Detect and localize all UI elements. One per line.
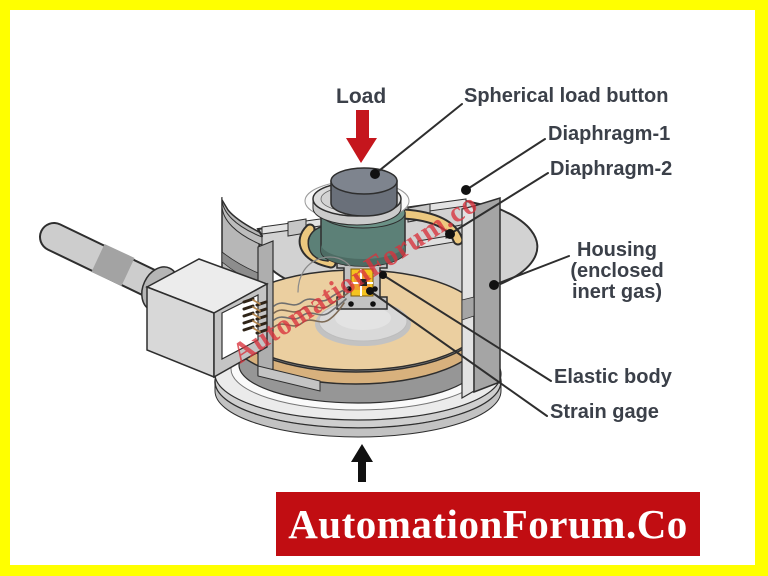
label-spherical-load-button: Spherical load button xyxy=(464,85,669,107)
leader-dots xyxy=(366,169,499,295)
label-load: Load xyxy=(336,85,387,108)
wires xyxy=(273,256,351,328)
terminal-pins xyxy=(242,297,268,335)
label-diaphragm-2: Diaphragm-2 xyxy=(550,158,673,180)
label-housing-line2: (enclosed xyxy=(570,260,664,282)
housing-right-wall xyxy=(461,196,501,400)
label-housing-line1: Housing xyxy=(577,239,657,261)
label-housing-line3: inert gas) xyxy=(571,281,663,303)
brand-banner-text: AutomationForum.Co xyxy=(288,501,688,547)
label-housing: Housing (enclosed inert gas) xyxy=(560,240,674,303)
leader-lines xyxy=(369,103,570,417)
brand-banner: AutomationForum.Co xyxy=(276,492,700,556)
label-diaphragm-1: Diaphragm-1 xyxy=(548,123,671,145)
load-arrow-icon xyxy=(346,110,377,163)
up-arrow-icon xyxy=(351,444,373,482)
load-button-assembly xyxy=(304,167,410,226)
center-plateau xyxy=(315,300,411,346)
spherical-load-button-shape xyxy=(330,167,398,195)
label-strain-gage: Strain gage xyxy=(550,401,659,423)
label-elastic-body: Elastic body xyxy=(554,366,672,388)
